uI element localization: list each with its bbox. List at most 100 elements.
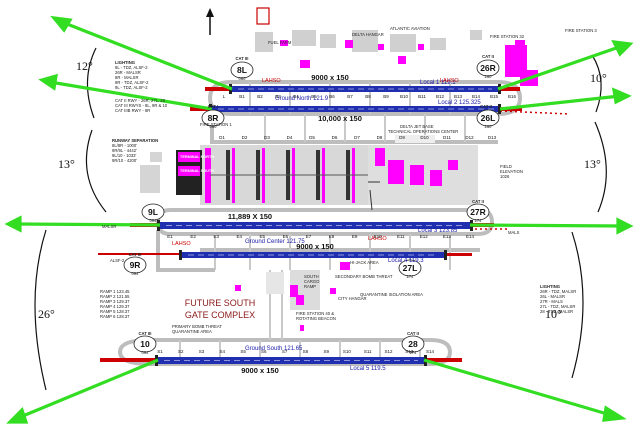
runway-26r-label: 26R [480,63,496,73]
terminal-north-label: TERMINAL NORTH [180,155,214,159]
heading-27r: 274 [475,218,483,223]
taxiway-label-b5: B5 [311,94,317,99]
north-arrow-icon [206,8,214,35]
angle-label-e-mid: 13° [584,157,601,171]
svg-text:GATE COMPLEX: GATE COMPLEX [185,310,255,320]
taxiway-label-d12: D12 [465,135,474,140]
ground-south-freq: Ground South 121.65 [245,346,303,352]
runway-8l-26r [232,86,498,92]
taxiway-label-e9: E9 [352,234,358,239]
taxiway-label-e14: E14 [466,234,475,239]
atlantic-aviation-label: ATLANTIC AVIATION [390,26,430,31]
runway-8r-label: 8R [208,113,219,123]
taxiway-label-d5: D5 [309,135,315,140]
south-cargo-area [235,262,350,331]
field-elevation-1: FIELD [500,164,512,169]
future-south-gate-label: FUTURE SOUTH GATE COMPLEX [185,298,256,320]
approach-light-dashes [470,110,571,230]
svg-text:8L - TDZ, ALSF-2: 8L - TDZ, ALSF-2 [115,65,148,70]
taxiway-label-s6: S6 [261,349,267,354]
fire-station-3-label: FIRE STATION 3 [565,28,597,33]
taxiway-label-b8: B8 [365,94,371,99]
taxiway-label-e3: E3 [213,234,219,239]
delta-tech-label-1: DELTA JET BASE [400,124,434,129]
angle-label-w-mid: 13° [58,157,75,171]
ramp-frequencies: RAMP 1 123.45 RAMP 2 121.55 RAMP 3 129.3… [100,289,130,319]
svg-text:RAMP 3 129.37: RAMP 3 129.37 [100,299,130,304]
tower-freq-local-1: Local 1 119.1 [420,80,456,86]
taxiway-label-s9: S9 [323,349,329,354]
runway-27r-label: 27R [470,207,486,217]
cat-label-8l: CAT III [236,56,249,61]
field-elevation-3: 1026 [500,174,510,179]
runway-9r-dims: 9000 x 150 [296,242,334,251]
svg-text:9R/9L - 4442': 9R/9L - 4442' [112,148,137,153]
approach-arrow-8l [50,15,233,91]
cat-label-8r: CAT I [208,104,219,109]
taxiway-label-e11: E11 [397,234,405,239]
runway-10-label: 10 [140,339,150,349]
fuel-farm-marker [256,7,270,25]
city-hangar-label: CITY HANGAR [338,296,367,301]
runway-9r-27l [182,252,444,258]
taxiway-label-b2: B2 [257,94,263,99]
heading-26r: 260 [485,74,493,79]
svg-text:26R - TDZ, MALSR: 26R - TDZ, MALSR [540,289,576,294]
taxiway-label-d10: D10 [420,135,429,140]
taxiway-label-e13: E13 [443,234,452,239]
taxiway-label-s10: S10 [343,349,352,354]
taxiway-label-s5: S5 [240,349,246,354]
taxiway-label-e4: E4 [236,234,242,239]
taxiway-label-b3: B3 [275,94,281,99]
svg-text:CAT IIIB RWY - 8R: CAT IIIB RWY - 8R [115,108,150,113]
lighting-notes-nw: LIGHTING 8L - TDZ, ALSF-2 26R - MALSR 8R… [115,60,149,90]
taxiway-label-s13: S13 [405,349,414,354]
runway-10-dims: 9000 x 150 [241,366,279,375]
taxiway-label-e1: E1 [167,234,173,239]
taxiway-label-b9: B9 [383,94,389,99]
taxiway-label-s12: S12 [384,349,393,354]
svg-text:8R - MALSR: 8R - MALSR [115,75,139,80]
taxiway-label-b6: B6 [329,94,335,99]
fire-station-1-label: FIRE STATION 1 [200,122,232,127]
heading-10: 094 [142,350,150,355]
svg-text:RAMP 5 128.37: RAMP 5 128.37 [100,309,130,314]
runway-8r-dims: 10,000 x 150 [318,114,362,123]
taxiway-label-s1: S1 [157,349,163,354]
mals-label-27r: MALS [508,230,520,235]
taxiway-label-e12: E12 [420,234,429,239]
taxiway-label-s4: S4 [220,349,226,354]
taxiway-label-b12: B12 [436,94,445,99]
runway-8l-label: 8L [237,65,247,75]
taxiway-label-d8: D8 [377,135,383,140]
approach-arrow-26r [497,40,634,91]
taxiway-label-b1: B1 [239,94,245,99]
lahso-label-27r: LAHSO [368,236,387,242]
taxiway-label-d6: D6 [332,135,338,140]
svg-text:9R/10 - 4200': 9R/10 - 4200' [112,158,137,163]
delta-hangar-label: DELTA HANGAR [352,32,384,37]
south-cargo-label-1: SOUTH [304,274,319,279]
central-terminal-complex [140,145,370,205]
taxiway-label-e10: E10 [374,234,383,239]
taxiway-label-b13: B13 [454,94,463,99]
delta-tech-label-2: TECHNICAL OPERATIONS CENTER [388,129,458,134]
taxiway-label-s14: S14 [426,349,435,354]
svg-text:28 - TDZ, MALSR: 28 - TDZ, MALSR [540,309,573,314]
fire-station-32-label: FIRE STATION 32 [490,34,525,39]
runway-26l-label: 26L [481,113,496,123]
svg-text:RAMP 6 128.37: RAMP 6 128.37 [100,314,130,319]
alsf2-label-9r: ALSF-2 [110,258,125,263]
taxiway-label-e7: E7 [306,234,312,239]
taxiway-label-d3: D3 [264,135,270,140]
taxiway-label-b16: B16 [508,94,517,99]
taxiway-label-b10: B10 [400,94,409,99]
angle-label-sw: 26° [38,307,55,321]
svg-text:26L - MALSR: 26L - MALSR [540,294,565,299]
taxiway-label-d9: D9 [399,135,405,140]
runway-10-28 [158,357,424,364]
taxiway-label-e2: E2 [190,234,196,239]
terminal-south-label: TERMINAL SOUTH [180,169,214,173]
svg-text:27R - MALS: 27R - MALS [540,299,563,304]
